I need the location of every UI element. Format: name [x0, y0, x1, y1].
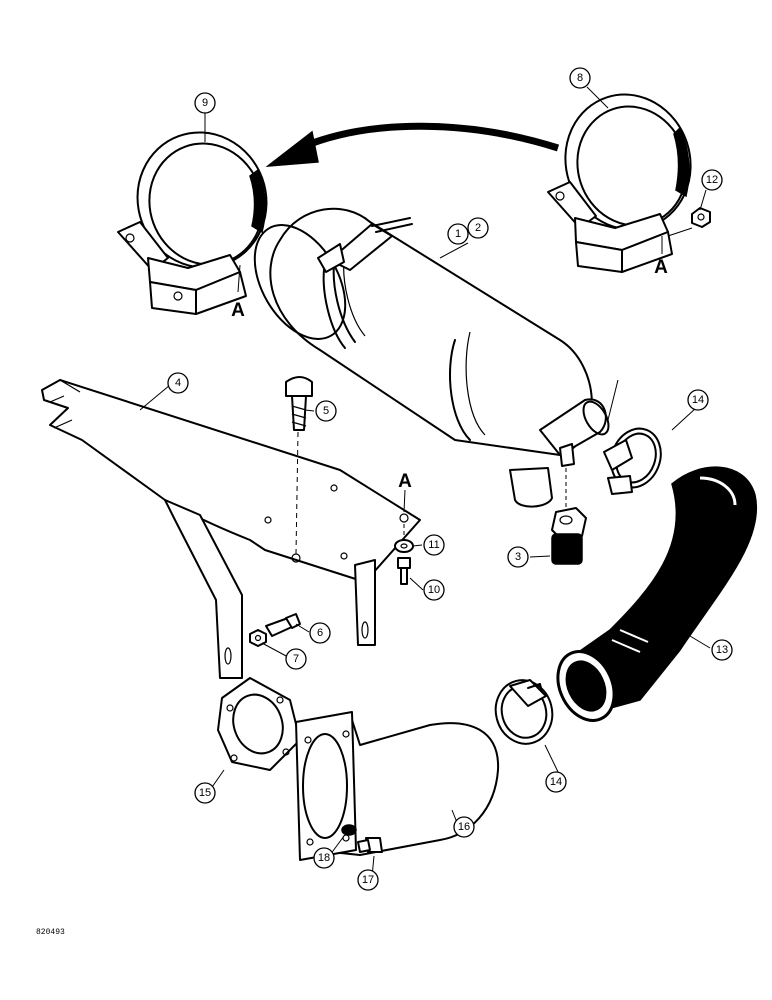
svg-text:A: A — [654, 257, 668, 278]
svg-text:18: 18 — [318, 852, 330, 864]
washer-11 — [394, 539, 414, 553]
callout-10: 10 — [423, 579, 445, 601]
rubber-hose-13 — [556, 466, 758, 722]
svg-text:13: 13 — [716, 644, 728, 656]
callout-9: 9 — [194, 92, 216, 114]
clamp-band-8 — [547, 93, 693, 273]
callout-7: 7 — [285, 648, 307, 670]
svg-text:A: A — [231, 300, 245, 321]
callout-14-upper: 14 — [687, 389, 709, 411]
dust-valve-3 — [551, 468, 587, 565]
callout-5: 5 — [315, 400, 337, 422]
callout-17: 17 — [357, 869, 379, 891]
clamp-band-9 — [117, 131, 268, 315]
nut-7 — [249, 629, 267, 647]
svg-text:11: 11 — [428, 539, 439, 551]
bolt-17 — [357, 837, 383, 853]
callout-3: 3 — [507, 546, 529, 568]
svg-text:8: 8 — [577, 72, 583, 84]
svg-text:16: 16 — [458, 821, 470, 833]
svg-text:10: 10 — [428, 584, 440, 596]
svg-text:4: 4 — [175, 377, 181, 389]
muffler-body — [253, 207, 610, 508]
hose-clamp-14-upper — [603, 427, 662, 495]
svg-text:14: 14 — [550, 776, 562, 788]
callout-14-lower: 14 — [545, 771, 567, 793]
callout-4: 4 — [167, 372, 189, 394]
exhaust-elbow-16 — [295, 711, 500, 861]
svg-text:9: 9 — [202, 97, 208, 109]
hose-clamp-14-lower — [494, 679, 554, 745]
svg-text:1: 1 — [455, 228, 461, 240]
svg-text:7: 7 — [293, 653, 299, 665]
nut-12 — [691, 207, 711, 228]
reference-letter-a-right: A — [654, 236, 668, 278]
bolt-5 — [285, 376, 313, 555]
callout-13: 13 — [711, 639, 733, 661]
svg-text:A: A — [398, 471, 412, 492]
callout-15: 15 — [194, 782, 216, 804]
svg-text:3: 3 — [515, 551, 521, 563]
svg-text:17: 17 — [362, 874, 374, 886]
callout-2: 2 — [467, 217, 489, 239]
mounting-bracket-4 — [41, 379, 421, 679]
svg-text:15: 15 — [199, 787, 211, 799]
svg-text:2: 2 — [475, 222, 481, 234]
svg-text:5: 5 — [323, 405, 329, 417]
callout-16: 16 — [453, 816, 475, 838]
svg-text:14: 14 — [692, 394, 704, 406]
callout-12: 12 — [701, 169, 723, 191]
callout-6: 6 — [309, 622, 331, 644]
reference-letter-a-bracket: A — [398, 471, 412, 513]
callout-1: 1 — [447, 223, 469, 245]
svg-text:12: 12 — [706, 174, 718, 186]
reference-letter-a-left: A — [231, 264, 245, 321]
callout-18: 18 — [313, 847, 335, 869]
figure-code: 820493 — [36, 928, 65, 937]
gasket-15 — [217, 677, 301, 771]
relocation-arrow — [265, 122, 560, 167]
callout-11: 11 — [423, 534, 445, 556]
svg-text:6: 6 — [317, 627, 323, 639]
bolt-10 — [397, 524, 411, 585]
washer-18 — [341, 824, 357, 836]
bolt-6 — [265, 613, 301, 637]
callout-8: 8 — [569, 67, 591, 89]
